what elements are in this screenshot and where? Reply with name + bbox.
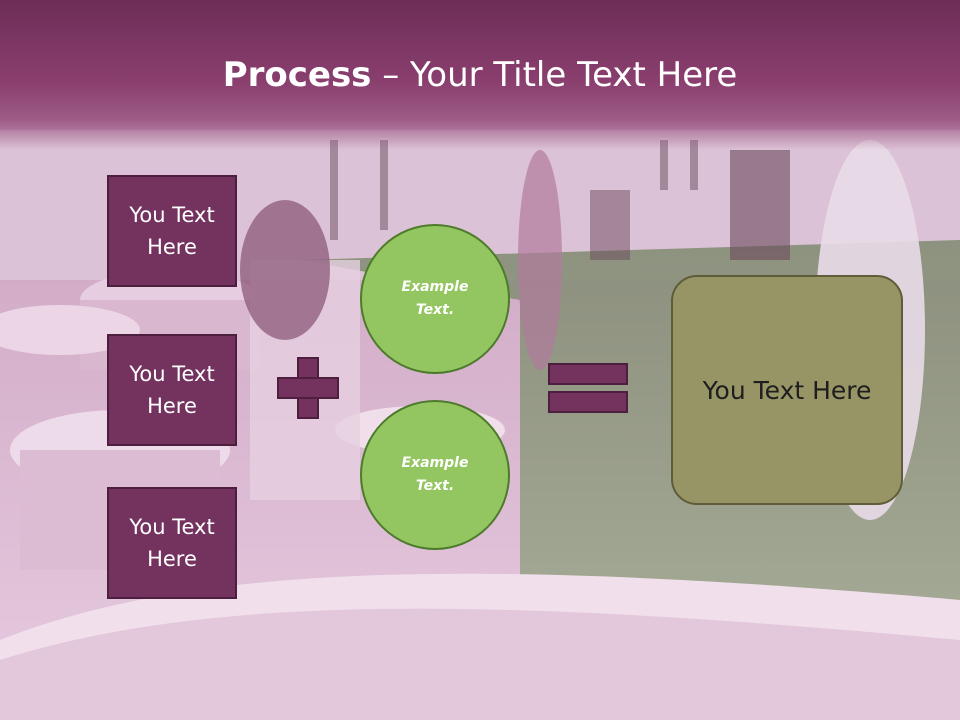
example-circle-2-label: Example Text. xyxy=(401,455,469,494)
slide-title[interactable]: Process – Your Title Text Here xyxy=(0,52,960,98)
example-circle-2[interactable]: Example Text. xyxy=(360,400,510,550)
text-box-2-label: You Text Here xyxy=(129,362,215,418)
title-bold: Process xyxy=(222,55,372,95)
equals-sign-bottom xyxy=(548,391,628,413)
result-box-label: You Text Here xyxy=(702,375,872,405)
text-box-1[interactable]: You Text Here xyxy=(107,175,237,287)
example-circle-1-label: Example Text. xyxy=(401,279,469,318)
plus-sign-horizontal xyxy=(277,377,339,399)
text-box-1-label: You Text Here xyxy=(129,203,215,259)
title-bar xyxy=(0,0,960,150)
text-box-3-label: You Text Here xyxy=(129,515,215,571)
example-circle-1[interactable]: Example Text. xyxy=(360,224,510,374)
title-rest: – Your Title Text Here xyxy=(371,55,738,95)
result-box[interactable]: You Text Here xyxy=(671,275,903,505)
text-box-2[interactable]: You Text Here xyxy=(107,334,237,446)
text-box-3[interactable]: You Text Here xyxy=(107,487,237,599)
equals-sign-top xyxy=(548,363,628,385)
